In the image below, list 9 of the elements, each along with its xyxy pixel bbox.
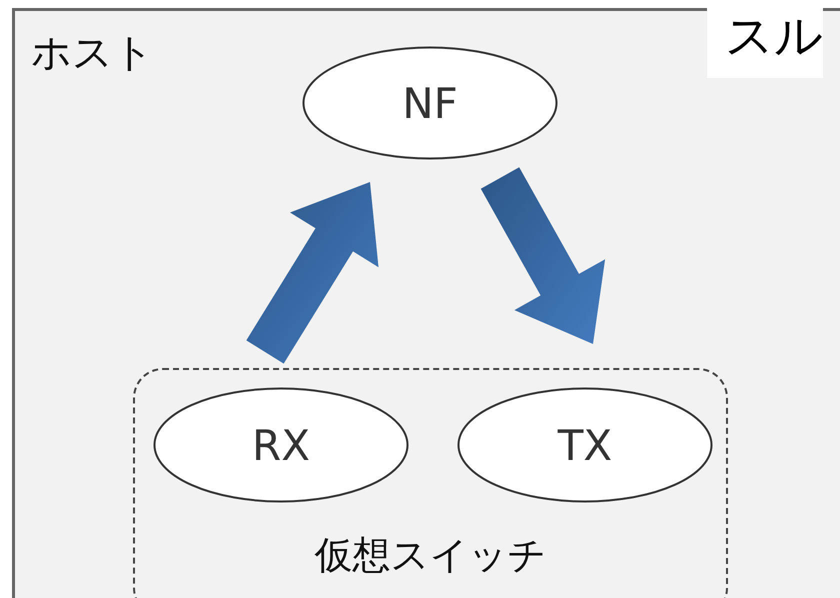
group-label: 仮想スイッチ (314, 532, 548, 579)
ellipse-node: RX (153, 387, 409, 503)
block-arrow (480, 167, 606, 344)
block-arrow (246, 182, 378, 364)
host-box (12, 8, 840, 598)
box-title: ホスト (31, 29, 154, 78)
switch-group (133, 368, 728, 598)
ellipse-node: NF (302, 46, 558, 160)
ellipse-node: TX (457, 387, 713, 503)
